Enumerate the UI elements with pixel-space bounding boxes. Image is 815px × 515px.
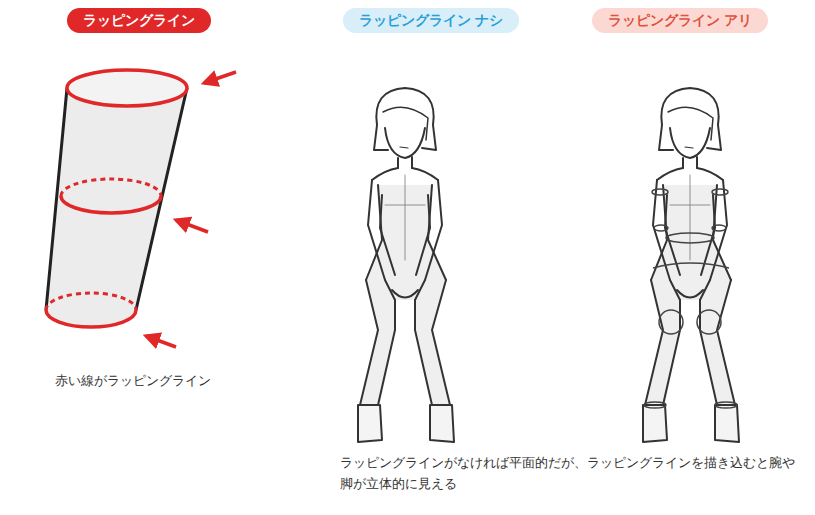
header-text: ラッピングライン アリ	[608, 12, 753, 28]
header-text: ラッピングライン	[83, 12, 195, 28]
caption: ラッピングラインがなければ平面的だが、ラッピングラインを描き込むと腕や脚が立体的…	[340, 452, 805, 495]
header-text: ラッピングライン ナシ	[359, 12, 504, 28]
header-pill: ラッピングライン	[67, 8, 211, 33]
header-pill: ラッピングライン ナシ	[343, 8, 520, 33]
figure-label: 赤い線がラッピングライン	[55, 372, 315, 390]
header-pill: ラッピングライン アリ	[592, 8, 769, 33]
